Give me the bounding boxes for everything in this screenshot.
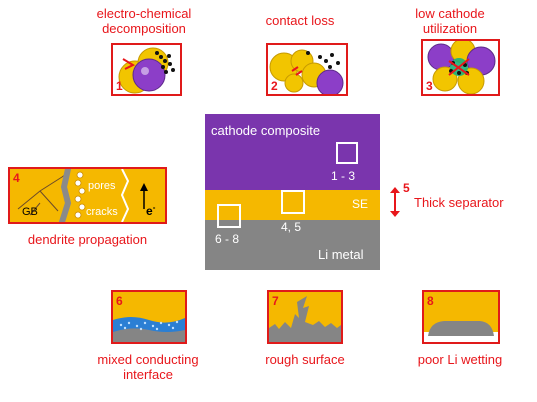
panel-number-8: 8 bbox=[427, 294, 434, 308]
poor-wetting-illustration bbox=[424, 321, 498, 342]
pores-label: pores bbox=[88, 180, 116, 192]
cracks-label: cracks bbox=[86, 206, 118, 218]
panel-3-low-utilization: 3 bbox=[421, 39, 500, 96]
panel-number-5: 5 bbox=[403, 181, 410, 195]
electron-label: e- bbox=[146, 203, 156, 218]
cathode-label: cathode composite bbox=[211, 123, 321, 138]
panel-number-6: 6 bbox=[116, 294, 123, 308]
contact-loss-illustration bbox=[269, 49, 344, 94]
panel-6-mixed-interface: 6 bbox=[111, 290, 187, 344]
se-label: SE bbox=[352, 197, 369, 211]
cathode-layer bbox=[205, 114, 380, 190]
region-label-6-8: 6 - 8 bbox=[215, 232, 240, 246]
panel-number-1: 1 bbox=[116, 79, 123, 93]
decomposition-illustration bbox=[118, 47, 175, 94]
panel-number-3: 3 bbox=[426, 79, 433, 93]
region-box-6-8 bbox=[217, 204, 241, 228]
mixed-interface-illustration bbox=[113, 317, 185, 342]
caption-contact-loss: contact loss bbox=[265, 13, 335, 28]
thickness-arrow-icon bbox=[390, 187, 400, 217]
gb-label: GB bbox=[22, 206, 38, 218]
li-metal-label: Li metal bbox=[318, 247, 364, 262]
panel-1-decomposition: 1 bbox=[111, 43, 182, 96]
rough-surface-illustration bbox=[269, 296, 341, 342]
panel-7-rough-surface: 7 bbox=[267, 290, 343, 344]
region-box-1-3 bbox=[336, 142, 358, 164]
li-metal-layer bbox=[205, 220, 380, 270]
panel-number-2: 2 bbox=[271, 79, 278, 93]
panel-4-dendrite: 4 GB pores cracks e- bbox=[8, 167, 167, 224]
panel-8-poor-wetting: 8 bbox=[422, 290, 500, 344]
caption-rough-surface: rough surface bbox=[265, 352, 345, 367]
region-box-4-5 bbox=[281, 190, 305, 214]
region-label-4-5: 4, 5 bbox=[281, 220, 302, 234]
caption-dendrite-propagation: dendrite propagation bbox=[27, 232, 148, 247]
panel-2-contact-loss: 2 bbox=[266, 43, 348, 96]
panel-number-4: 4 bbox=[13, 171, 20, 185]
region-label-1-3: 1 - 3 bbox=[331, 169, 356, 183]
caption-low-cathode-utilization: low cathode utilization bbox=[415, 6, 485, 36]
cell-cross-section: cathode composite SE Li metal 1 - 3 4, 5… bbox=[205, 114, 380, 270]
caption-electrochemical-decomposition: electro-chemical decomposition bbox=[96, 6, 192, 36]
caption-mixed-conducting-interface: mixed conducting interface bbox=[97, 352, 199, 382]
low-utilization-illustration bbox=[427, 41, 496, 94]
grain-boundary-illustration bbox=[17, 169, 148, 222]
panel-number-7: 7 bbox=[272, 294, 279, 308]
caption-thick-separator: Thick separator bbox=[414, 195, 504, 210]
caption-poor-li-wetting: poor Li wetting bbox=[417, 352, 503, 367]
